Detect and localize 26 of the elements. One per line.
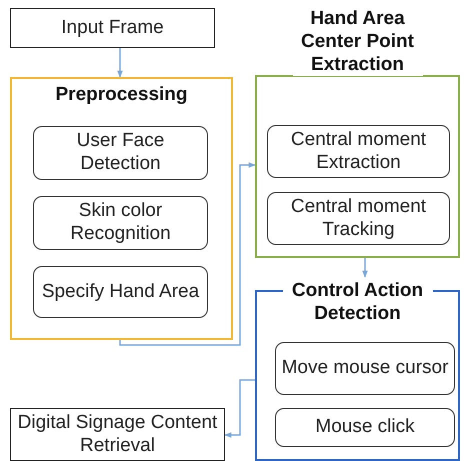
group-frame [10, 75, 233, 340]
group-title: Hand Area Center Point Extraction [292, 8, 422, 76]
box-label: Skin color Recognition [69, 200, 172, 246]
box-label: Specify Hand Area [42, 280, 200, 304]
box-label: Digital Signage Content Retrieval [16, 412, 218, 458]
box-label: User Face Detection [76, 130, 166, 176]
step-box [33, 196, 208, 250]
arrow [224, 379, 255, 438]
box-label: Central moment Tracking [290, 196, 428, 242]
step-box [33, 126, 208, 180]
group-frame [255, 8, 460, 258]
step-box [275, 408, 455, 447]
arrow [117, 48, 123, 78]
arrow [362, 258, 368, 278]
box-label: Mouse click [315, 416, 415, 439]
box-label: Move mouse cursor [282, 357, 448, 380]
step-box [267, 125, 450, 178]
process-box [10, 8, 215, 48]
group-frame [255, 280, 460, 461]
box-label: Central moment Extraction [290, 128, 428, 174]
box-label: Input Frame [61, 16, 164, 40]
step-box [267, 192, 450, 245]
process-box [10, 408, 225, 461]
step-box [33, 266, 208, 318]
arrow [119, 162, 256, 346]
step-box [275, 342, 455, 395]
